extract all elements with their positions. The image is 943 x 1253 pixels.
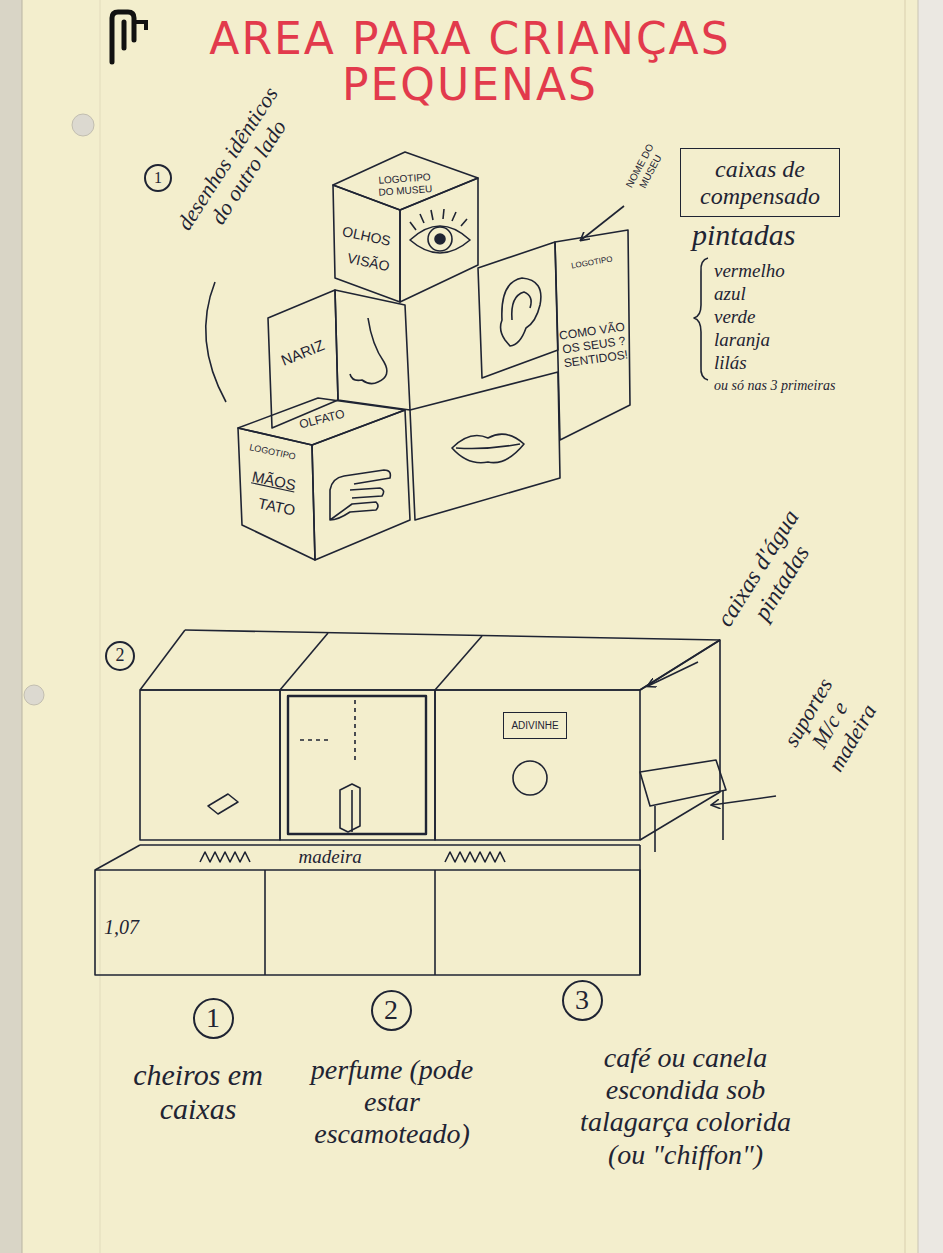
callout-circle: 3 xyxy=(562,980,603,1021)
color-name: azul xyxy=(714,283,746,305)
color-name: laranja xyxy=(714,329,770,351)
museum-name-tag: NOME DO MUSEU xyxy=(621,137,669,199)
node-text: 2 xyxy=(384,995,398,1026)
callout-circle: 1 xyxy=(144,164,172,192)
face-label: OLFATO xyxy=(298,408,346,433)
callout-circle: 2 xyxy=(371,990,412,1031)
callout-circle: 1 xyxy=(193,998,234,1039)
node-text: 3 xyxy=(575,985,589,1016)
face-label: OLHOS xyxy=(340,223,391,249)
material-label: madeira xyxy=(299,846,362,868)
side-note: desenhos idênticos do outro lado xyxy=(165,71,311,258)
face-label: VISÃO xyxy=(345,250,390,275)
item-description: cheiros em caixas xyxy=(118,1058,278,1127)
callout-note: caixas d'água pintadas xyxy=(704,493,836,658)
sign-box: ADIVINHE xyxy=(503,712,567,739)
callout-circle: 2 xyxy=(105,641,135,671)
color-name: lilás xyxy=(714,352,747,374)
face-label: LOGOTIPO DO MUSEU xyxy=(373,170,436,197)
node-text: 1 xyxy=(206,1003,220,1034)
note-text: ou só nas 3 primeiras xyxy=(714,378,899,394)
node-text: ADIVINHE xyxy=(511,720,558,731)
face-label: LOGOTIPO xyxy=(248,442,296,462)
callout-note: suportes M/c e madeira xyxy=(770,658,891,791)
face-label: NARIZ xyxy=(278,336,326,369)
node-text: 1 xyxy=(154,169,162,187)
item-description: café ou canela escondida sob talagarça c… xyxy=(568,1042,803,1171)
face-label: TATO xyxy=(257,494,297,519)
note-box: caixas de compensado xyxy=(680,148,840,217)
face-label: MÃOS xyxy=(251,467,298,493)
dimension: 1,07 xyxy=(104,916,139,939)
note-text: pintadas xyxy=(692,218,795,253)
color-name: verde xyxy=(714,306,756,328)
page-title: AREA PARA CRIANÇAS PEQUENAS xyxy=(150,16,790,108)
color-name: vermelho xyxy=(714,260,785,282)
item-description: perfume (pode estar escamoteado) xyxy=(292,1054,492,1151)
face-label: COMO VÃO OS SEUS ? SENTIDOS! xyxy=(558,320,629,370)
node-text: 2 xyxy=(116,646,125,666)
node-text: caixas de compensado xyxy=(690,156,830,209)
face-label: LOGOTIPO xyxy=(571,254,614,270)
